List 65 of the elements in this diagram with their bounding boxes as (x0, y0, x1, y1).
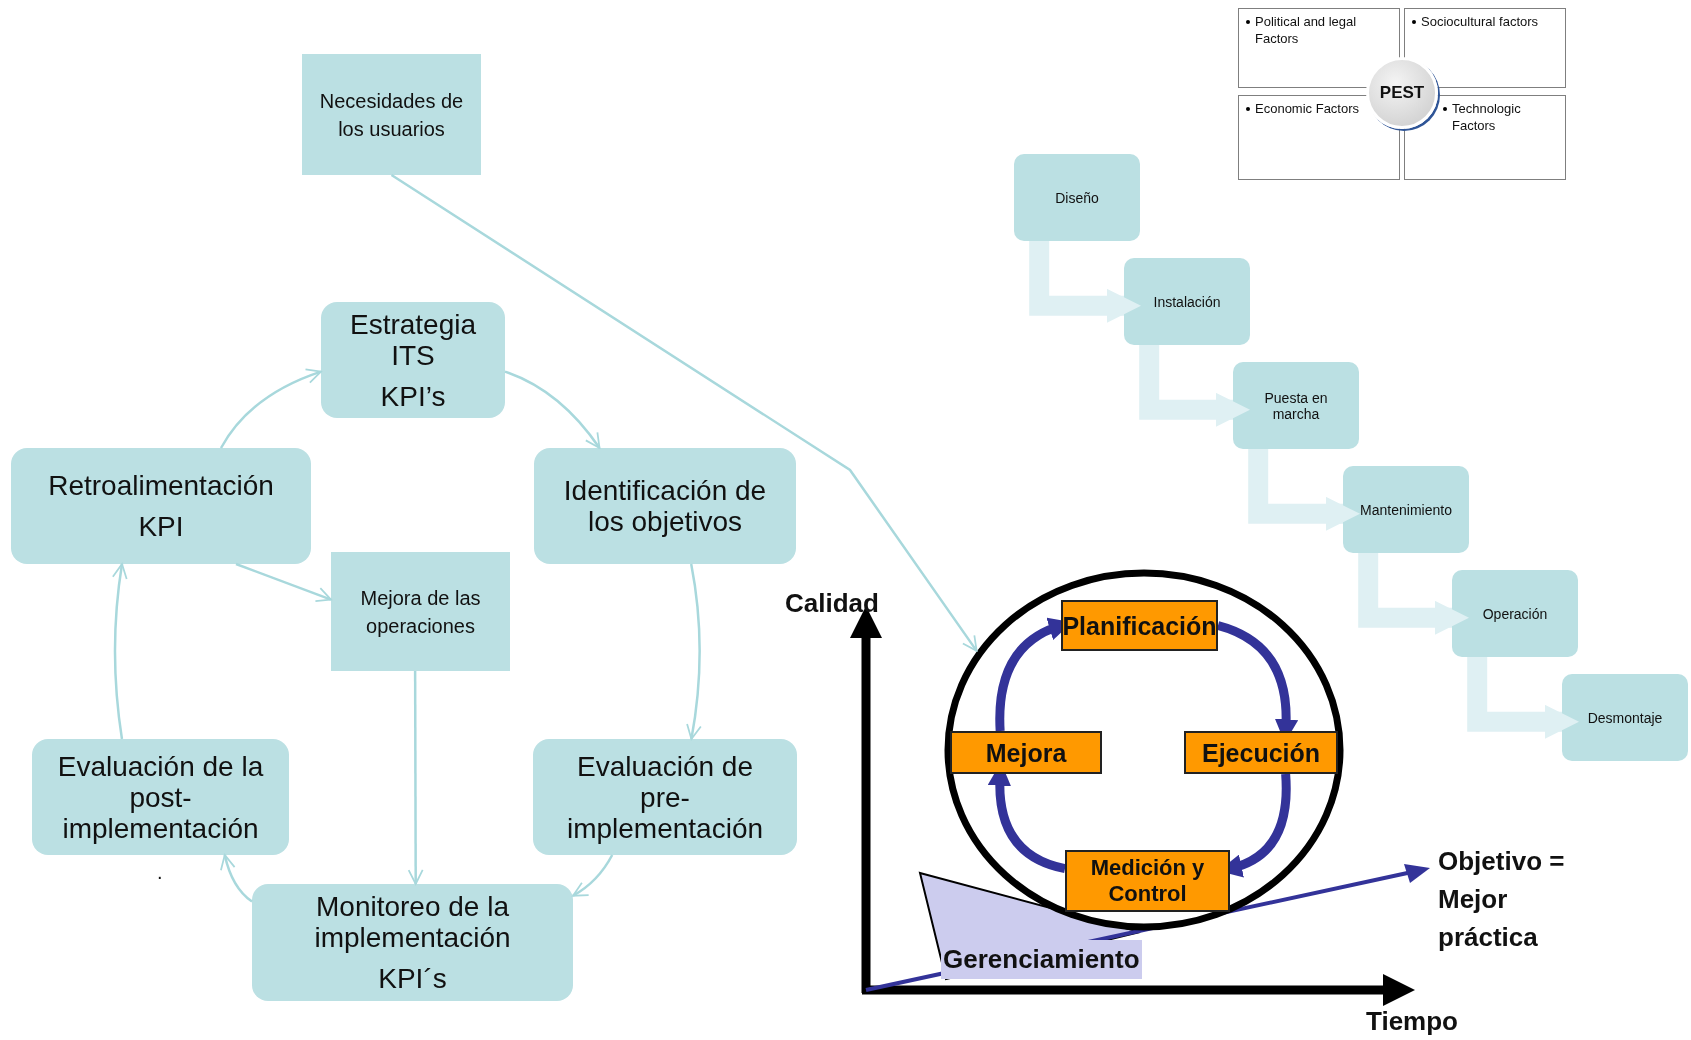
node-label: KPI (138, 511, 184, 542)
step-label: Operación (1482, 605, 1548, 622)
node-label: KPI´s (378, 963, 447, 994)
arrow (220, 854, 253, 903)
step-label: Desmontaje (1587, 709, 1663, 726)
arrow (219, 368, 322, 449)
phase-label: Planificación (1062, 612, 1217, 639)
process-box (534, 448, 796, 564)
process-box (533, 739, 797, 855)
arrow (390, 173, 978, 652)
dot-mark: . (157, 862, 163, 882)
arrow (1029, 241, 1141, 323)
step-box (1452, 570, 1578, 657)
arrow (572, 854, 614, 897)
step-label: Instalación (1153, 293, 1221, 310)
axis-label: Objetivo = Mejor práctica (1438, 845, 1566, 954)
step-label: Mantenimiento (1360, 501, 1452, 518)
step-box (1014, 154, 1140, 241)
process-box (252, 884, 573, 1001)
arrow (1358, 553, 1469, 635)
node-label: Estrategia ITS (348, 308, 478, 371)
arrow (1467, 657, 1579, 739)
step-label: Diseño (1055, 189, 1099, 206)
phase-box (950, 731, 1102, 774)
node-label: Evaluación de la post-implementación (56, 750, 265, 844)
node-label: Retroalimentación (48, 470, 274, 501)
axis-label: Calidad (785, 590, 879, 616)
arrow (1139, 345, 1250, 427)
phase-label: Mejora (985, 739, 1067, 766)
process-box (32, 739, 289, 855)
factor-text: Economic Factors (1255, 100, 1360, 117)
arrow (112, 563, 128, 740)
arrow (235, 562, 332, 603)
process-box (11, 448, 311, 564)
node-label: Gerenciamiento (941, 940, 1142, 979)
factor-box (1238, 8, 1400, 88)
axis-label: Tiempo (1366, 1008, 1458, 1034)
process-box (302, 54, 481, 175)
factor-text: Technologic Factors (1452, 100, 1522, 134)
phase-box (1065, 850, 1230, 912)
phase-label: Medición y Control (1089, 855, 1206, 907)
phase-box (1184, 731, 1338, 774)
arrow (1248, 449, 1360, 531)
factor-text: Sociocultural factors (1421, 13, 1539, 30)
process-box (321, 302, 505, 418)
node-label: Monitoreo de la implementación (313, 891, 512, 953)
node-label: Identificación de los objetivos (562, 475, 768, 537)
step-box (1233, 362, 1359, 449)
step-label: Puesta en marcha (1263, 389, 1329, 422)
step-box (1343, 466, 1469, 553)
node-label: Evaluación de pre-implementación (565, 750, 765, 844)
factor-box (1404, 8, 1566, 88)
arrow (504, 370, 601, 449)
node-label: Mejora de las operaciones (359, 585, 482, 639)
pest-label: PEST (1379, 82, 1425, 105)
step-box (1124, 258, 1250, 345)
step-box (1562, 674, 1688, 761)
node-label: KPI’s (380, 380, 446, 412)
phase-box (1061, 600, 1218, 651)
phase-label: Ejecución (1201, 739, 1321, 766)
node-label: Necesidades de los usuarios (318, 88, 465, 142)
process-box (331, 552, 510, 671)
arrow (686, 563, 702, 740)
factor-text: Political and legal Factors (1255, 13, 1358, 47)
arrow (407, 671, 424, 885)
